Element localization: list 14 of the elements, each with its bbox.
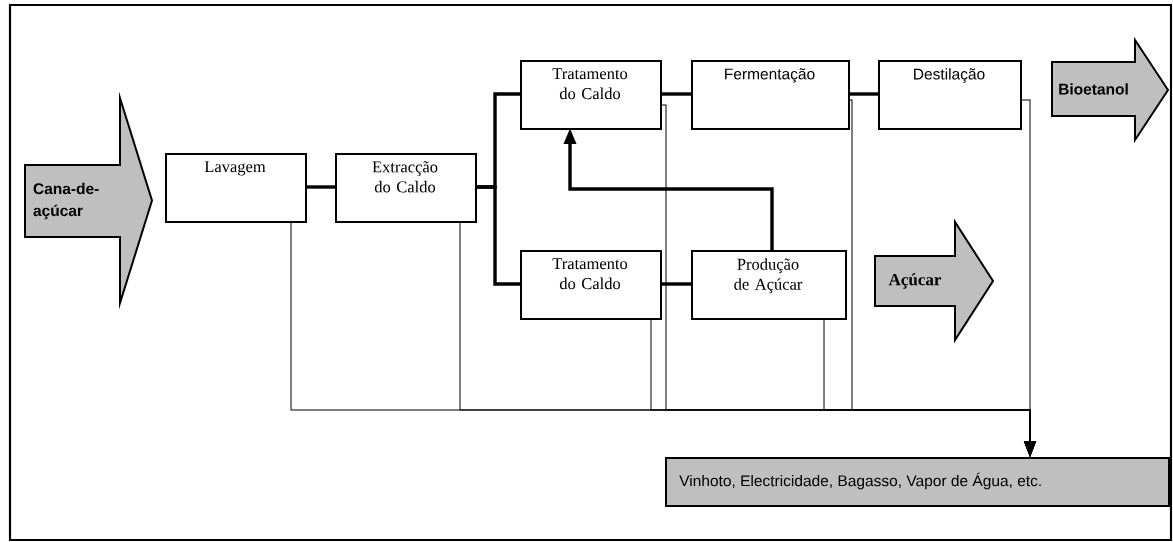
connector	[305, 185, 335, 189]
process-box: Tratamento do Caldo	[520, 250, 662, 320]
process-box: Extracção do Caldo	[335, 153, 477, 223]
process-box: Produção de Açúcar	[691, 250, 847, 320]
process-box: Destilação	[878, 60, 1022, 130]
connector	[848, 92, 878, 96]
connector	[1019, 99, 1036, 457]
process-box: Fermentação	[691, 60, 850, 130]
process-box: Lavagem	[165, 153, 307, 223]
output-box: Vinhoto, Electricidade, Bagasso, Vapor de Água, etc.	[665, 457, 1170, 507]
connector	[660, 92, 691, 96]
connector	[475, 185, 520, 286]
process-box: Tratamento do Caldo	[520, 60, 662, 130]
connector	[660, 282, 691, 286]
